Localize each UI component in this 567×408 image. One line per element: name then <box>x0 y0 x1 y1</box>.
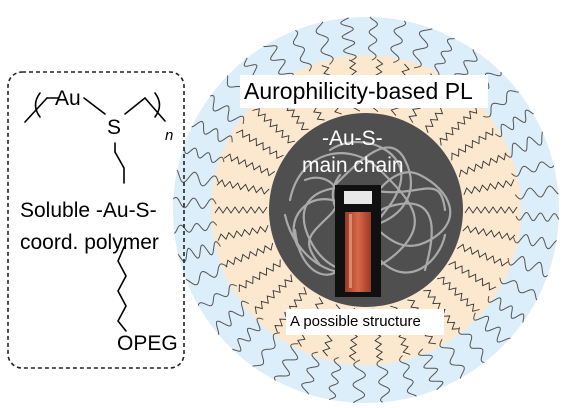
peg-chain <box>176 169 219 187</box>
peg-chain <box>185 263 228 286</box>
peg-chain <box>507 255 548 278</box>
peg-chain <box>197 283 237 307</box>
peg-chain <box>183 146 225 164</box>
alkyl-chain <box>463 179 515 195</box>
peg-chain <box>439 339 465 379</box>
peg-chain <box>252 332 280 367</box>
peg-chain <box>301 351 320 395</box>
alkyl-chain <box>217 225 269 241</box>
alkyl-chain <box>456 243 509 267</box>
alkyl-chain <box>235 129 284 159</box>
alkyl-chain <box>254 274 293 314</box>
peg-chain <box>515 211 560 222</box>
alkyl-chain <box>436 276 480 312</box>
peg-chain <box>315 21 334 65</box>
peg-chain <box>458 327 485 363</box>
alkyl-chain <box>439 106 478 146</box>
end-group-label: OPEG <box>117 332 178 355</box>
peg-chain-corona <box>172 16 560 404</box>
peg-chain <box>499 277 538 301</box>
alkyl-chain <box>225 242 274 268</box>
peg-chain <box>473 312 511 343</box>
caption-label-box <box>286 309 444 335</box>
alkyl-chain <box>462 225 516 241</box>
peg-chain <box>487 296 525 323</box>
peg-chain <box>328 357 342 400</box>
alkyl-chain <box>214 206 268 214</box>
alkyl-chain <box>238 259 281 293</box>
peg-chain <box>215 300 250 335</box>
peg-chain <box>367 16 378 61</box>
peg-chain <box>513 233 557 250</box>
peg-chain <box>495 109 534 138</box>
alkyl-chain <box>448 261 497 291</box>
photoluminescence-title: Aurophilicity-based PL <box>244 78 473 104</box>
peg-chain <box>177 240 221 263</box>
peg-chain <box>352 359 366 404</box>
peg-chain <box>210 94 245 124</box>
alkyl-chain <box>464 206 518 214</box>
repeat-unit-subscript: n <box>165 127 174 144</box>
peg-chain <box>340 17 357 62</box>
sulfur-atom-label: S <box>107 116 122 139</box>
peg-chain <box>483 90 519 118</box>
gold-atom-label: Au <box>55 87 81 110</box>
peg-chain <box>504 131 543 158</box>
peg-chain <box>376 358 390 403</box>
alkyl-chain <box>458 152 507 178</box>
polymer-label-line1: Soluble -Au-S- <box>20 199 157 222</box>
peg-chain <box>174 221 218 234</box>
peg-chain <box>263 45 294 81</box>
monomer-bond-lines <box>24 92 166 332</box>
peg-chain <box>417 348 444 390</box>
peg-chain <box>273 343 299 381</box>
peg-chain <box>191 120 233 143</box>
structure-caption: A possible structure <box>290 313 421 330</box>
peg-chain <box>514 185 559 200</box>
vial-photo <box>335 185 381 297</box>
peg-chain <box>433 38 455 77</box>
core-label-line1: -Au-S- <box>322 127 383 150</box>
peg-chain <box>232 317 264 352</box>
alkyl-chain <box>252 108 296 144</box>
alkyl-chain <box>451 127 494 161</box>
peg-chain <box>292 29 312 72</box>
peg-chain <box>390 20 407 63</box>
polymer-label-line2: coord. polymer <box>20 231 159 254</box>
peg-chain <box>172 196 217 209</box>
alkyl-chain <box>216 179 270 195</box>
polymer-structure-frame <box>7 71 185 369</box>
title-label-box <box>240 75 488 108</box>
peg-chain <box>399 355 417 397</box>
alkyl-chain <box>223 153 276 177</box>
peg-chain <box>412 28 433 69</box>
peg-chain <box>511 161 555 177</box>
core-label-line2: main chain <box>302 154 404 177</box>
